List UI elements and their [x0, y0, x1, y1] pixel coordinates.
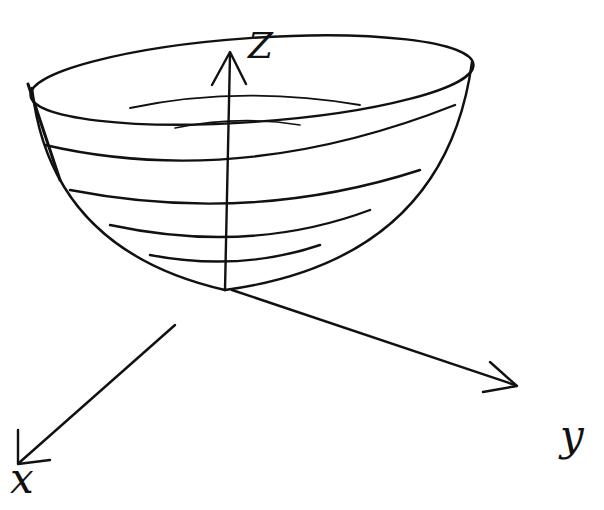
z-axis	[225, 55, 230, 290]
axis-label: x	[10, 458, 34, 500]
contour-line	[130, 96, 360, 108]
y-axis	[232, 290, 515, 385]
axis-label: Z	[248, 28, 273, 64]
bowl-side	[28, 84, 60, 180]
contour-line	[175, 121, 300, 128]
x-axis	[20, 325, 175, 462]
contour-line	[45, 105, 455, 161]
arrowhead	[483, 362, 517, 392]
contour-line	[110, 210, 370, 237]
arrowhead	[212, 52, 246, 85]
contour-line	[150, 245, 320, 262]
axis-label: y	[560, 415, 584, 457]
contour-line	[70, 170, 420, 204]
bowl-rim	[28, 23, 477, 138]
